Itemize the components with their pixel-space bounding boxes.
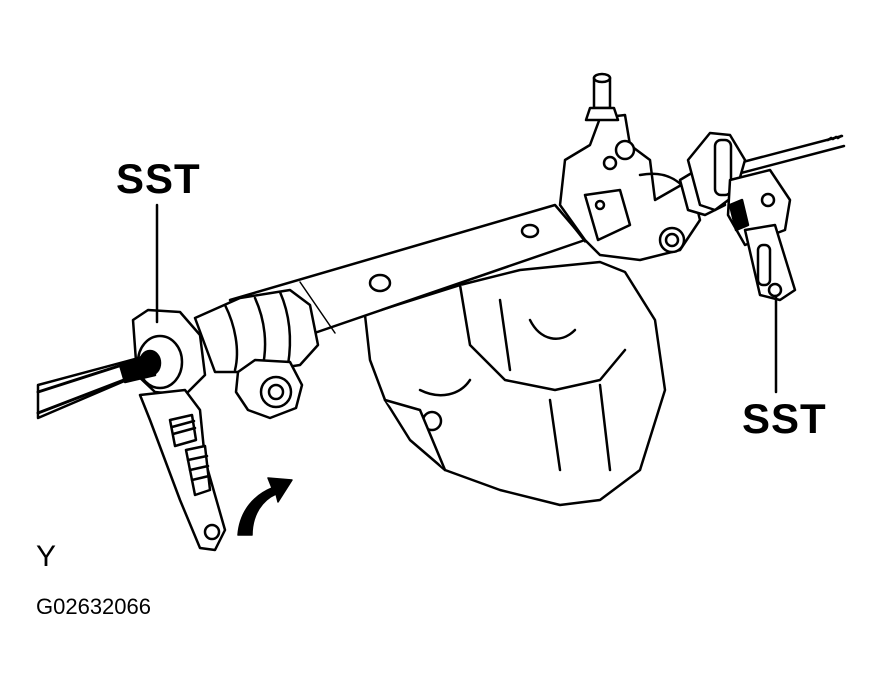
sst-label-left: SST xyxy=(116,155,201,202)
sst-label-right: SST xyxy=(742,395,827,442)
sst-wrench-right xyxy=(686,131,797,302)
curved-arrow-icon xyxy=(237,477,293,536)
tie-rod-left xyxy=(36,349,162,420)
corner-letter: Y xyxy=(36,540,57,573)
mounting-bracket xyxy=(363,260,667,507)
figure-code: G02632066 xyxy=(36,594,151,619)
rubber-boot xyxy=(193,288,320,374)
gear-valve-housing xyxy=(558,72,702,262)
mount-bushing-left xyxy=(234,358,304,420)
leader-lines xyxy=(155,203,778,394)
